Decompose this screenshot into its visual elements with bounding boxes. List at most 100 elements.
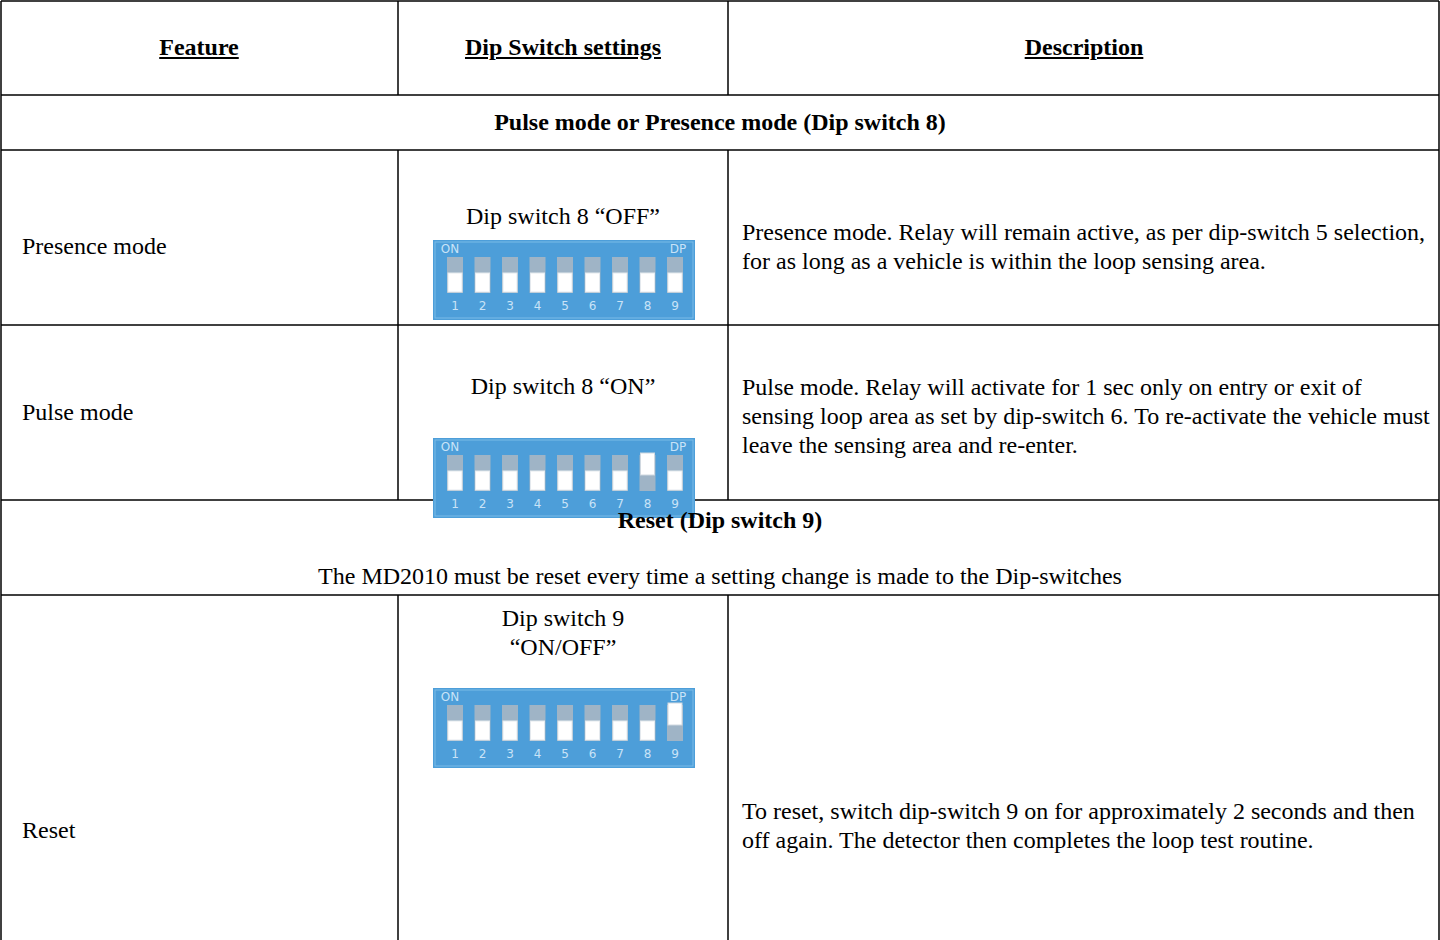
switch-lever (531, 273, 545, 292)
switch-marking: 3 (501, 497, 519, 511)
switch-slot (557, 705, 573, 741)
switch-lever (668, 273, 682, 292)
switch-slot (667, 257, 683, 293)
switch-marking: 3 (501, 299, 519, 313)
table-rule (1, 324, 1439, 326)
table-rule (1, 594, 1439, 596)
table-rule (1, 149, 1439, 151)
switch-lever (503, 721, 517, 740)
switch-lever (586, 721, 600, 740)
switch-lever (668, 703, 682, 725)
switch-marking: 1 (446, 299, 464, 313)
switch-slot (502, 705, 518, 741)
switch-slot (447, 257, 463, 293)
switch-marking: 7 (611, 747, 629, 761)
switch-slot (502, 455, 518, 491)
table-rule (1438, 1, 1440, 940)
dip-switch-edge (435, 690, 693, 766)
table-cell-text: Pulse mode. Relay will activate for 1 se… (742, 373, 1432, 460)
dip-switch-picture (433, 438, 695, 518)
switch-slot (530, 705, 546, 741)
switch-slot (640, 705, 656, 741)
switch-lever (558, 273, 572, 292)
switch-slot (447, 455, 463, 491)
switch-marking: 8 (639, 747, 657, 761)
switch-lever (613, 273, 627, 292)
dip-switch-body (433, 438, 695, 518)
table-cell-text: Dip Switch settings (398, 33, 728, 62)
switch-slot (667, 455, 683, 491)
switch-marking: 2 (474, 299, 492, 313)
dip-switch-edge (435, 440, 693, 516)
switch-marking: DP (665, 242, 691, 256)
table-cell-text: Dip switch 8 “ON” (398, 372, 728, 401)
switch-marking: 5 (556, 299, 574, 313)
table-rule (397, 595, 399, 940)
switch-marking: 7 (611, 299, 629, 313)
table-rule (0, 1, 2, 940)
switch-slot (557, 257, 573, 293)
switch-lever (531, 721, 545, 740)
switch-marking: 4 (529, 747, 547, 761)
table-rule (727, 1, 729, 95)
switch-slot (475, 705, 491, 741)
table-cell-text: To reset, switch dip-switch 9 on for app… (742, 797, 1432, 855)
switch-lever (613, 721, 627, 740)
table-rule (397, 1, 399, 95)
table-rule (727, 150, 729, 500)
table-cell-text: Reset (Dip switch 9) (0, 506, 1440, 535)
table-cell-text: Presence mode. Relay will remain active,… (742, 218, 1432, 276)
switch-slot (530, 257, 546, 293)
switch-marking: 9 (666, 299, 684, 313)
switch-marking: 2 (474, 747, 492, 761)
switch-marking: 4 (529, 497, 547, 511)
switch-marking: DP (665, 440, 691, 454)
table-rule (1, 0, 1439, 2)
switch-slot (585, 455, 601, 491)
switch-marking: 6 (584, 747, 602, 761)
switch-marking: ON (437, 440, 463, 454)
switch-lever (641, 721, 655, 740)
switch-lever (476, 471, 490, 490)
switch-slot (612, 705, 628, 741)
switch-marking: 1 (446, 497, 464, 511)
table-cell-text: Dip switch 9 “ON/OFF” (448, 604, 678, 662)
switch-slot (585, 257, 601, 293)
switch-marking: 6 (584, 497, 602, 511)
dip-switch-body (433, 240, 695, 320)
table-cell-text: Reset (22, 816, 382, 845)
switch-lever (586, 471, 600, 490)
switch-slot (475, 455, 491, 491)
switch-slot (585, 705, 601, 741)
switch-slot (557, 455, 573, 491)
switch-lever (448, 721, 462, 740)
switch-lever (586, 273, 600, 292)
switch-marking: 4 (529, 299, 547, 313)
switch-lever (641, 273, 655, 292)
switch-marking: 8 (639, 299, 657, 313)
table-cell-text: Dip switch 8 “OFF” (398, 202, 728, 231)
table-rule (397, 150, 399, 500)
switch-lever (476, 273, 490, 292)
switch-marking: 2 (474, 497, 492, 511)
switch-lever (476, 721, 490, 740)
dip-switch-body (433, 688, 695, 768)
table-rule (1, 499, 1439, 501)
table-rule (1, 94, 1439, 96)
switch-lever (531, 471, 545, 490)
table-cell-text: Feature (0, 33, 398, 62)
switch-lever (503, 471, 517, 490)
switch-lever (448, 471, 462, 490)
table-cell-text: Pulse mode or Presence mode (Dip switch … (0, 108, 1440, 137)
switch-slot (640, 257, 656, 293)
dip-switch-picture (433, 240, 695, 320)
switch-marking: 6 (584, 299, 602, 313)
switch-marking: ON (437, 242, 463, 256)
switch-slot (447, 705, 463, 741)
dip-switch-edge (435, 242, 693, 318)
table-cell-text: The MD2010 must be reset every time a se… (0, 562, 1440, 591)
dip-switch-picture (433, 688, 695, 768)
switch-lever (558, 721, 572, 740)
switch-lever (503, 273, 517, 292)
switch-lever (668, 471, 682, 490)
